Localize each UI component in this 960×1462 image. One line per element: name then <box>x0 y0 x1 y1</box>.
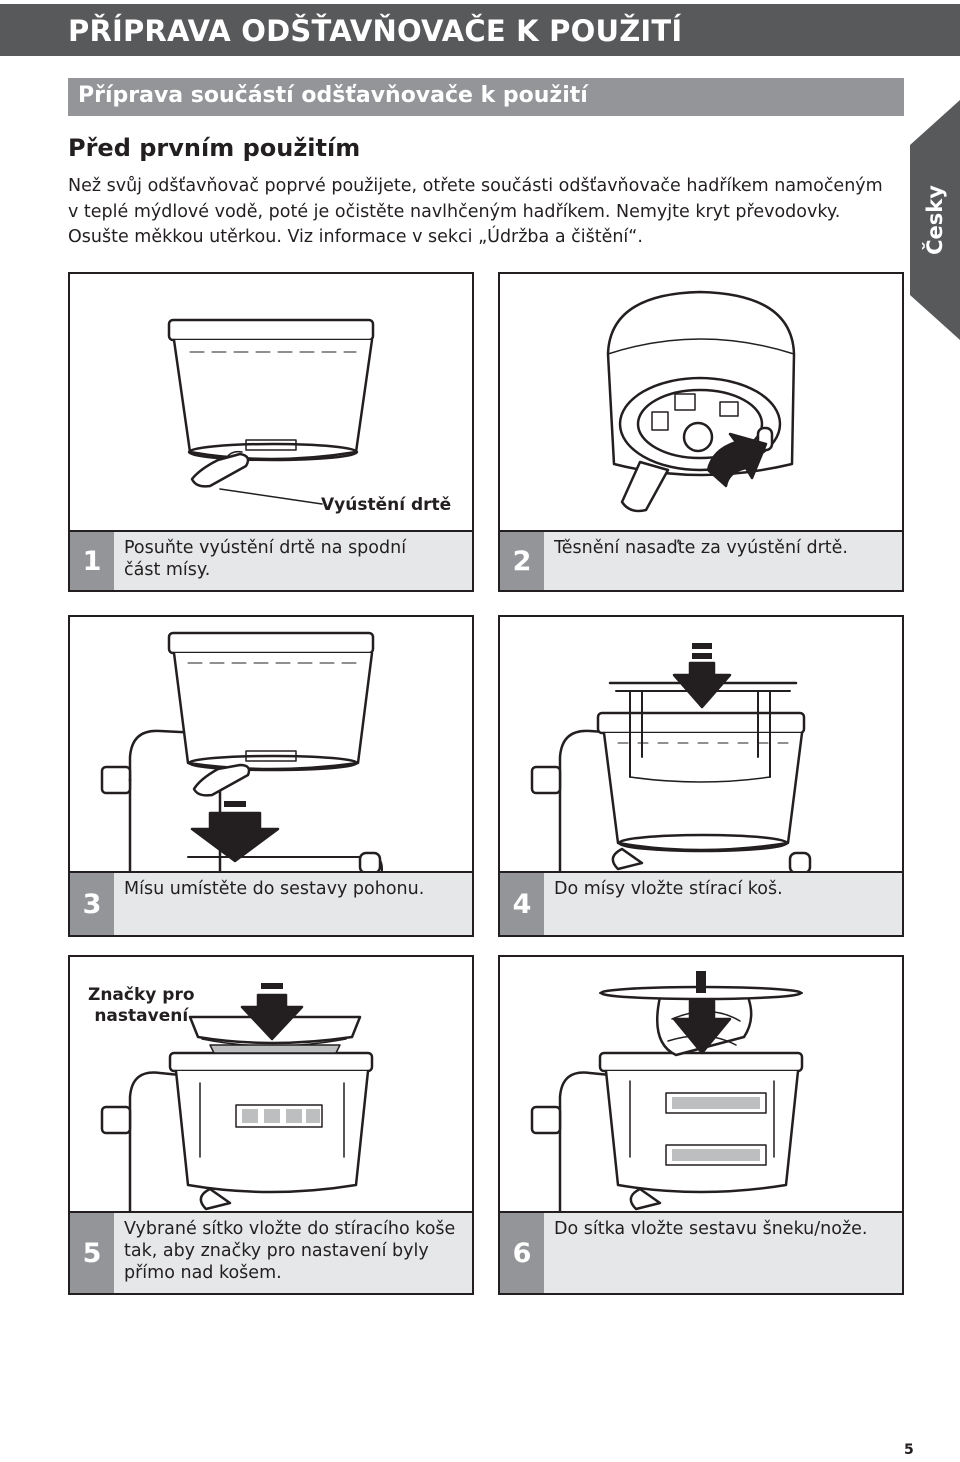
page-title: PŘÍPRAVA ODŠŤAVŇOVAČE K POUŽITÍ <box>68 14 683 48</box>
step-1-text: Posuňte vyústění drtě na spodní část mís… <box>124 537 464 581</box>
pulp-outlet-callout: Vyústění drtě <box>321 495 452 515</box>
callout-line: Značky pro <box>88 985 195 1005</box>
step-5-illustration <box>100 983 374 1215</box>
step-1-illustration <box>167 318 375 505</box>
caption-line: přímo nad košem. <box>124 1263 282 1283</box>
step-4-panel: 4 Do mísy vložte stírací koš. <box>498 615 904 937</box>
intro-line: Než svůj odšťavňovač poprvé použijete, o… <box>68 176 883 196</box>
caption-line: Do mísy vložte stírací koš. <box>554 879 783 899</box>
caption-line: Vybrané sítko vložte do stíracího koše <box>124 1219 456 1239</box>
step-number: 6 <box>500 1213 544 1293</box>
step-6-illustration <box>530 971 804 1215</box>
step-3-text: Mísu umístěte do sestavy pohonu. <box>124 878 464 900</box>
step-1-panel: Vyústění drtě 1 Posuňte vyústění drtě na… <box>68 272 474 592</box>
page-header-bar: PŘÍPRAVA ODŠŤAVŇOVAČE K POUŽITÍ <box>0 4 960 56</box>
caption-line: Do sítka vložte sestavu šneku/nože. <box>554 1219 868 1239</box>
step-6-panel: 6 Do sítka vložte sestavu šneku/nože. <box>498 955 904 1295</box>
step-4-illustration <box>530 643 812 875</box>
subsection-title: Příprava součástí odšťavňovače k použití <box>78 83 588 108</box>
step-number: 2 <box>500 532 544 590</box>
step-3-illustration <box>100 631 383 875</box>
step-5-caption: 5 Vybrané sítko vložte do stíracího koše… <box>70 1211 472 1293</box>
step-2-panel: 2 Těsnění nasaďte za vyústění drtě. <box>498 272 904 592</box>
step-number: 5 <box>70 1213 114 1293</box>
caption-line: část mísy. <box>124 560 211 580</box>
caption-line: Mísu umístěte do sestavy pohonu. <box>124 879 425 899</box>
step-number: 1 <box>70 532 114 590</box>
caption-line: tak, aby značky pro nastavení byly <box>124 1241 429 1261</box>
step-2-illustration <box>606 290 796 513</box>
subsection-bar: Příprava součástí odšťavňovače k použití <box>68 78 904 116</box>
step-2-text: Těsnění nasaďte za vyústění drtě. <box>554 537 894 559</box>
section-heading: Před prvním použitím <box>68 134 361 162</box>
step-5-text: Vybrané sítko vložte do stíracího koše t… <box>124 1218 464 1284</box>
step-6-text: Do sítka vložte sestavu šneku/nože. <box>554 1218 894 1240</box>
step-1-caption: 1 Posuňte vyústění drtě na spodní část m… <box>70 530 472 590</box>
step-2-caption: 2 Těsnění nasaďte za vyústění drtě. <box>500 530 902 590</box>
language-tab-shape <box>910 100 960 340</box>
language-tab: Česky <box>910 100 960 340</box>
step-3-caption: 3 Mísu umístěte do sestavy pohonu. <box>70 871 472 935</box>
intro-paragraph: Než svůj odšťavňovač poprvé použijete, o… <box>68 174 908 251</box>
step-3-panel: 3 Mísu umístěte do sestavy pohonu. <box>68 615 474 937</box>
callout-line: nastavení <box>94 1006 189 1026</box>
caption-line: Posuňte vyústění drtě na spodní <box>124 538 407 558</box>
intro-line: Osušte měkkou utěrkou. Viz informace v s… <box>68 227 643 247</box>
intro-line: v teplé mýdlové vodě, poté je očistěte n… <box>68 201 841 222</box>
step-4-caption: 4 Do mísy vložte stírací koš. <box>500 871 902 935</box>
page-number: 5 <box>904 1442 914 1458</box>
step-6-caption: 6 Do sítka vložte sestavu šneku/nože. <box>500 1211 902 1293</box>
step-number: 4 <box>500 873 544 935</box>
step-number: 3 <box>70 873 114 935</box>
step-4-text: Do mísy vložte stírací koš. <box>554 878 894 900</box>
step-5-panel: Značky pro nastavení 5 Vybrané sítko vlo… <box>68 955 474 1295</box>
adjustment-marks-callout: Značky pro nastavení <box>88 985 195 1027</box>
language-tab-label: Česky <box>923 185 947 255</box>
caption-line: Těsnění nasaďte za vyústění drtě. <box>554 538 848 558</box>
